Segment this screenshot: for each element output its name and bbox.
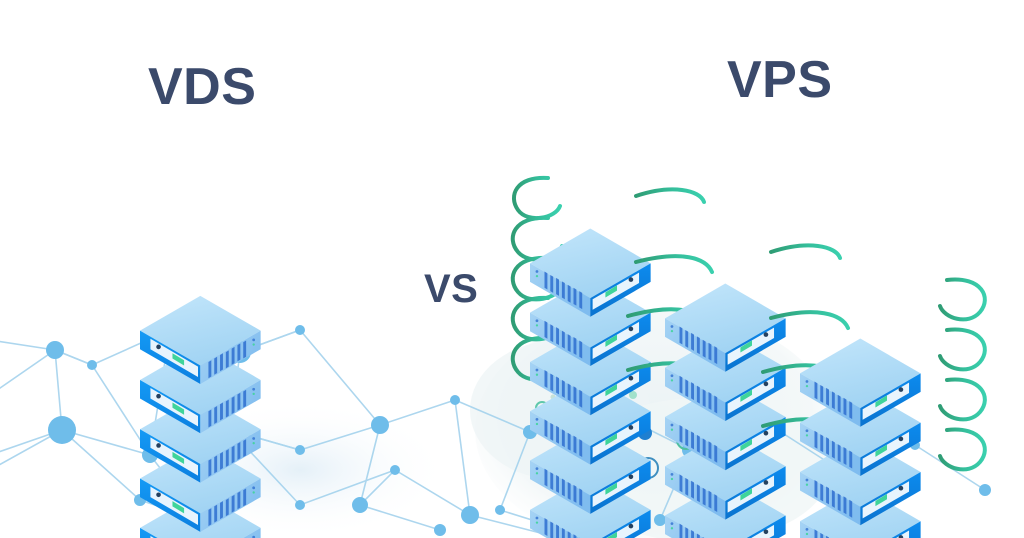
vps-label: VPS [727,51,833,109]
vds-label: VDS [148,58,257,116]
versus-label: VS [424,267,479,311]
vps-server-stack-3 [800,338,921,538]
vps-cable-bundle-right [938,277,987,472]
